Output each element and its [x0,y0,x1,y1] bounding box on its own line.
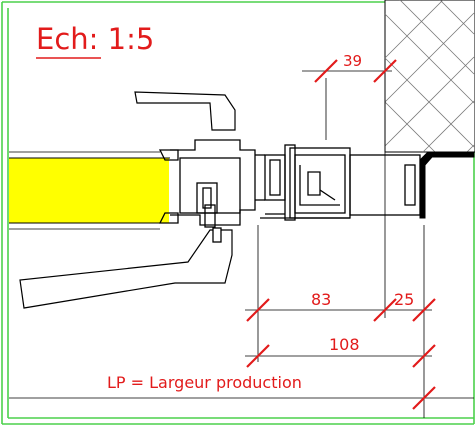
dimension-25: 25 [394,290,414,309]
wall-section [384,0,475,153]
sash-profile [158,139,286,243]
extension-lines [257,78,425,418]
drawing-title: Ech: 1:5 [36,22,154,56]
frame-profile [260,144,421,221]
dimension-ticks [246,59,436,410]
dimension-108: 108 [329,335,360,354]
wall-cap [419,151,475,219]
lp-label: LP = Largeur production [107,373,302,392]
dimension-lines [9,70,474,399]
dimension-83: 83 [311,290,331,309]
dimension-39: 39 [343,52,362,70]
glass-pane [9,151,170,230]
handle-bottom [19,229,233,309]
handle-top [134,91,236,131]
